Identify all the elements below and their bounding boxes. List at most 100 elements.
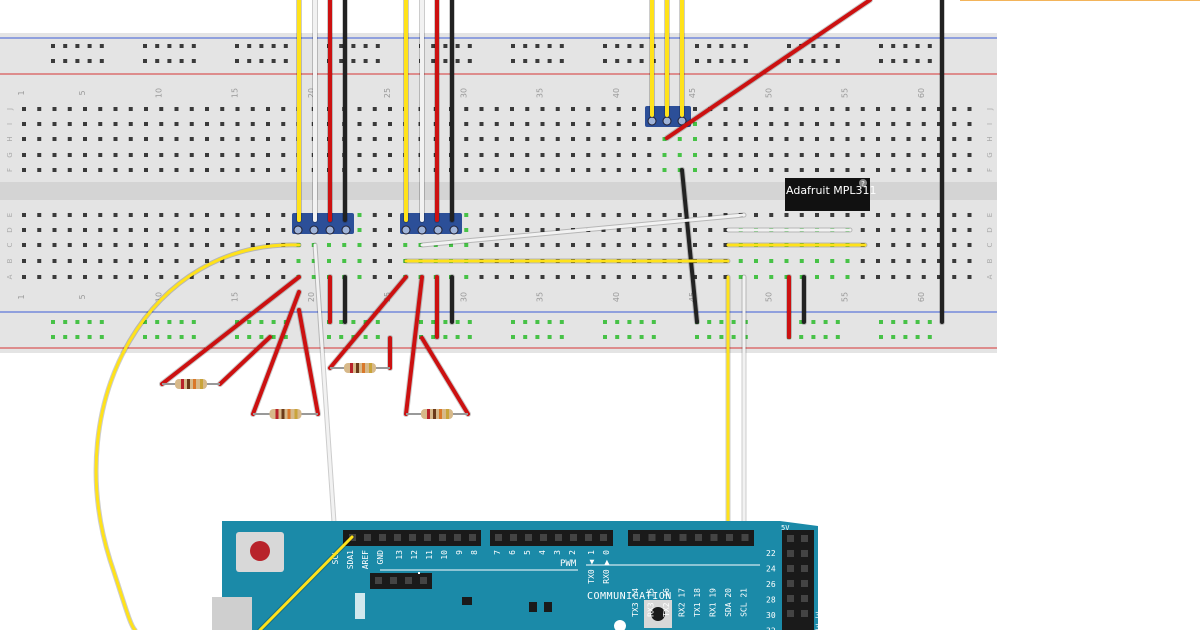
- hole: [571, 213, 575, 217]
- rail-hole: [695, 59, 699, 63]
- header-pin[interactable]: [510, 534, 517, 541]
- reset-button[interactable]: [250, 541, 270, 561]
- header-pin[interactable]: [664, 534, 671, 541]
- hole: [555, 213, 560, 217]
- header-pin[interactable]: [540, 534, 547, 541]
- rail-hole: [179, 59, 184, 63]
- header-pin[interactable]: [633, 534, 640, 541]
- resistor-band: [439, 409, 442, 419]
- header-pin[interactable]: [787, 565, 794, 572]
- hole: [357, 122, 362, 126]
- header-pin[interactable]: [695, 534, 702, 541]
- resistor-band: [427, 409, 430, 419]
- hole: [525, 107, 530, 111]
- header-pin[interactable]: [375, 577, 382, 584]
- pwm-label: PWM: [560, 559, 577, 569]
- header-pin[interactable]: [741, 534, 749, 541]
- header-pin[interactable]: [801, 610, 808, 617]
- resistor-band: [193, 379, 196, 389]
- resistor-band: [275, 409, 279, 419]
- rail-hole: [651, 320, 656, 324]
- hole: [860, 122, 865, 126]
- header-pin[interactable]: [390, 577, 397, 584]
- header-pin[interactable]: [600, 534, 607, 541]
- header-pin[interactable]: [801, 580, 808, 587]
- rail-hole: [63, 320, 68, 324]
- header-pin[interactable]: [787, 580, 794, 587]
- header-pin[interactable]: [585, 534, 592, 541]
- header-pin[interactable]: [555, 534, 562, 541]
- header-pin[interactable]: [394, 534, 401, 541]
- header-pin[interactable]: [648, 534, 656, 541]
- rail-hole: [363, 44, 368, 48]
- rail-hole: [627, 335, 632, 339]
- rail-hole: [155, 44, 160, 48]
- header-pin[interactable]: [409, 534, 416, 541]
- hole: [891, 275, 896, 279]
- header-pin[interactable]: [679, 534, 687, 541]
- header-pin[interactable]: [787, 610, 794, 617]
- hole: [22, 243, 26, 247]
- header-pin[interactable]: [787, 595, 794, 602]
- header-pin[interactable]: [801, 565, 808, 572]
- header-pin[interactable]: [405, 577, 412, 584]
- rail-hole: [743, 59, 748, 63]
- header-pin[interactable]: [570, 534, 577, 541]
- hole: [723, 275, 728, 279]
- hole: [128, 228, 133, 232]
- hole: [967, 137, 972, 141]
- hole: [220, 153, 225, 157]
- hole: [647, 153, 652, 157]
- header-pin[interactable]: [379, 534, 386, 541]
- header-pin[interactable]: [364, 534, 371, 541]
- rail-hole: [559, 44, 564, 48]
- header-pin[interactable]: [801, 535, 808, 542]
- hole: [708, 275, 713, 279]
- hole: [67, 122, 72, 126]
- rail-hole: [823, 320, 828, 324]
- header-pin[interactable]: [469, 534, 476, 541]
- hole: [357, 137, 362, 141]
- header-pin[interactable]: [710, 534, 718, 541]
- rail-hole: [87, 335, 92, 339]
- rail-hole: [511, 335, 515, 339]
- hole: [601, 228, 606, 232]
- hole: [144, 137, 148, 141]
- row-letter: F: [986, 168, 994, 172]
- hole: [37, 213, 42, 217]
- hole: [494, 228, 499, 232]
- hole: [83, 275, 87, 279]
- header-pin[interactable]: [787, 535, 794, 542]
- hole: [647, 137, 652, 141]
- header-pin[interactable]: [787, 550, 794, 557]
- header-pin[interactable]: [525, 534, 532, 541]
- header-pin[interactable]: [420, 577, 427, 584]
- hole: [189, 168, 194, 172]
- header-pin[interactable]: [801, 595, 808, 602]
- hole: [235, 259, 240, 263]
- hole: [510, 153, 514, 157]
- pin-label: 7: [493, 550, 502, 555]
- header-pin[interactable]: [801, 550, 808, 557]
- rail-hole: [167, 335, 172, 339]
- mpl311-sensor[interactable]: [785, 178, 870, 211]
- side-number: 24: [766, 565, 776, 574]
- pin-label: SCL 21: [740, 588, 749, 617]
- hole: [128, 137, 133, 141]
- mount-hole: [614, 620, 626, 630]
- header-pin[interactable]: [439, 534, 446, 541]
- header-pin[interactable]: [424, 534, 431, 541]
- hole: [174, 259, 179, 263]
- hole: [235, 153, 240, 157]
- hole: [144, 275, 148, 279]
- hole: [220, 275, 225, 279]
- aux-button[interactable]: [651, 607, 665, 621]
- header-pin[interactable]: [495, 534, 502, 541]
- header-pin[interactable]: [726, 534, 733, 541]
- hole: [403, 243, 408, 247]
- rail-hole: [719, 320, 724, 324]
- hole: [128, 122, 133, 126]
- column-number: 20: [307, 292, 316, 302]
- hole: [754, 153, 758, 157]
- header-pin[interactable]: [454, 534, 461, 541]
